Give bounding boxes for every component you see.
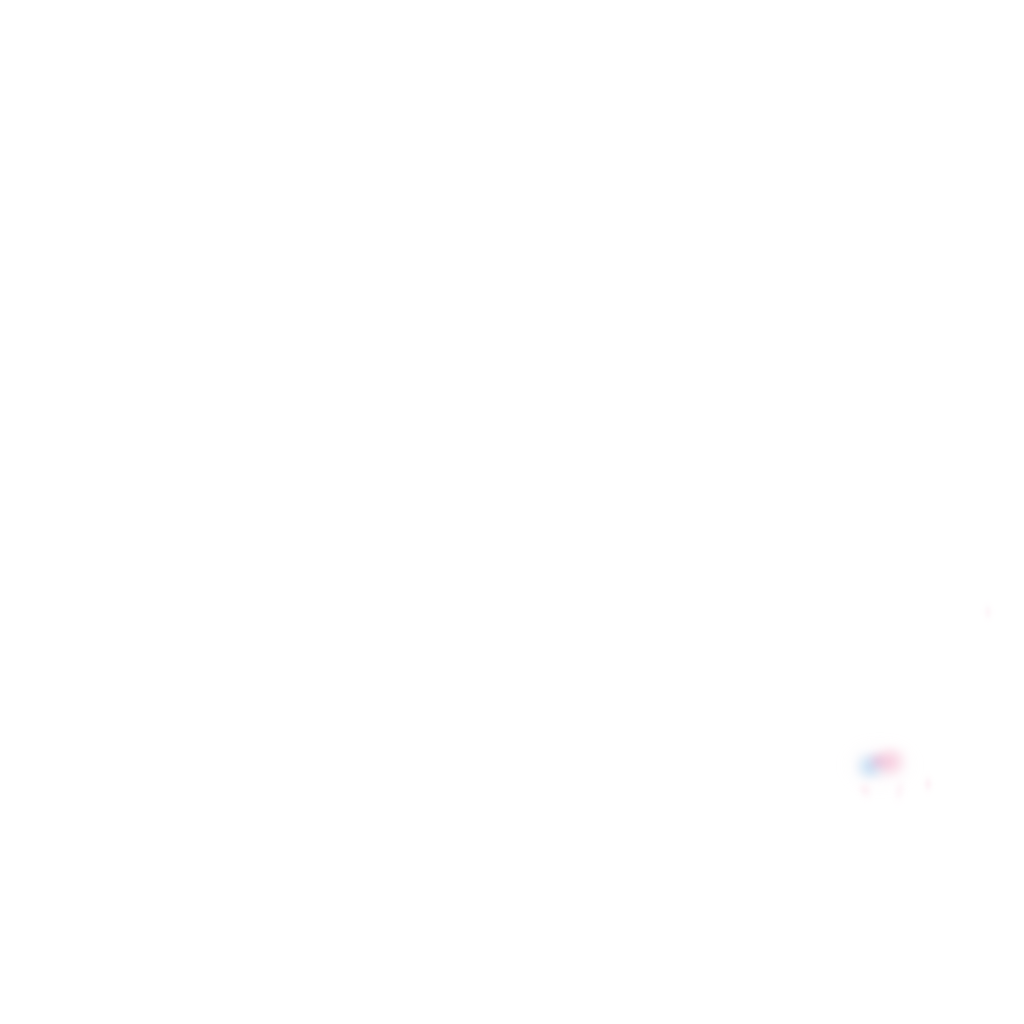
faint-dash-right: [922, 774, 934, 794]
blob-pink-lobe: [870, 746, 908, 780]
blob-halo: [844, 742, 916, 790]
faint-color-blob-cluster: [840, 740, 920, 812]
blob-wisp-lower-left: [852, 778, 878, 806]
blob-wisp-lower-center: [889, 778, 909, 808]
blob-blend-core: [868, 752, 888, 770]
blob-blue-lobe: [854, 750, 890, 780]
faint-dash-upper-right: [982, 602, 994, 622]
